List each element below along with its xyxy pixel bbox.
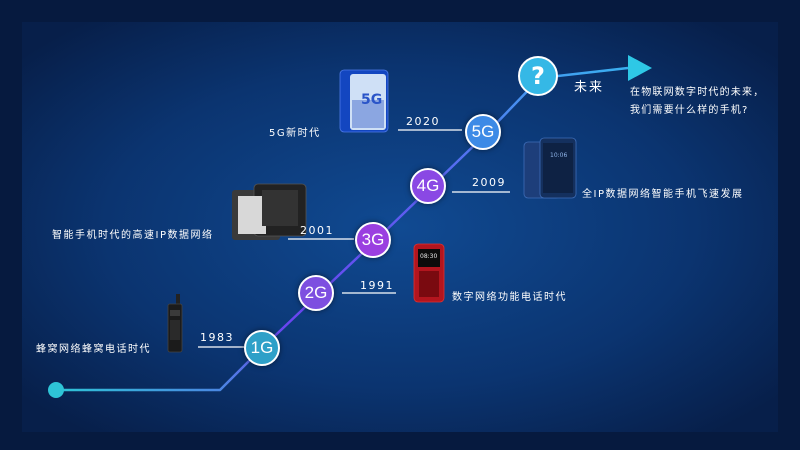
node-4g: 4G [410, 168, 446, 204]
desc-1g: 蜂窝网络蜂窝电话时代 [36, 344, 151, 355]
future-question-node: ? [518, 56, 558, 96]
phone-1g-image [167, 294, 183, 353]
node-5g: 5G [465, 114, 501, 150]
future-text-line1: 在物联网数字时代的未来， [630, 87, 765, 98]
future-text: 在物联网数字时代的未来， 我们需要什么样的手机? [630, 84, 764, 120]
year-2020: 2020 [406, 115, 440, 128]
year-1983: 1983 [200, 331, 234, 344]
phone-2g-image [413, 243, 445, 303]
slide-panel [22, 22, 778, 432]
phone-3g-image [232, 183, 307, 240]
phone-4g-screen-text: 10:06 [550, 152, 568, 159]
node-1g: 1G [244, 330, 280, 366]
year-2001: 2001 [300, 224, 334, 237]
year-2009: 2009 [472, 176, 506, 189]
future-text-line2: 我们需要什么样的手机? [630, 105, 749, 116]
arrow-head [628, 55, 652, 81]
desc-5g: 5G新时代 [269, 128, 321, 139]
phone-4g-image [523, 137, 577, 199]
desc-2g: 数字网络功能电话时代 [452, 292, 567, 303]
node-2g: 2G [298, 275, 334, 311]
year-1991: 1991 [360, 279, 394, 292]
timeline-start-dot [48, 382, 64, 398]
future-label: 未来 [574, 80, 605, 95]
phone-5g-image [339, 69, 389, 133]
node-3g: 3G [355, 222, 391, 258]
desc-3g: 智能手机时代的高速IP数据网络 [52, 230, 214, 241]
desc-4g: 全IP数据网络智能手机飞速发展 [582, 189, 744, 200]
phone-5g-screen-text: 5G [361, 92, 383, 108]
phone-2g-screen-text: 08:30 [420, 253, 438, 260]
